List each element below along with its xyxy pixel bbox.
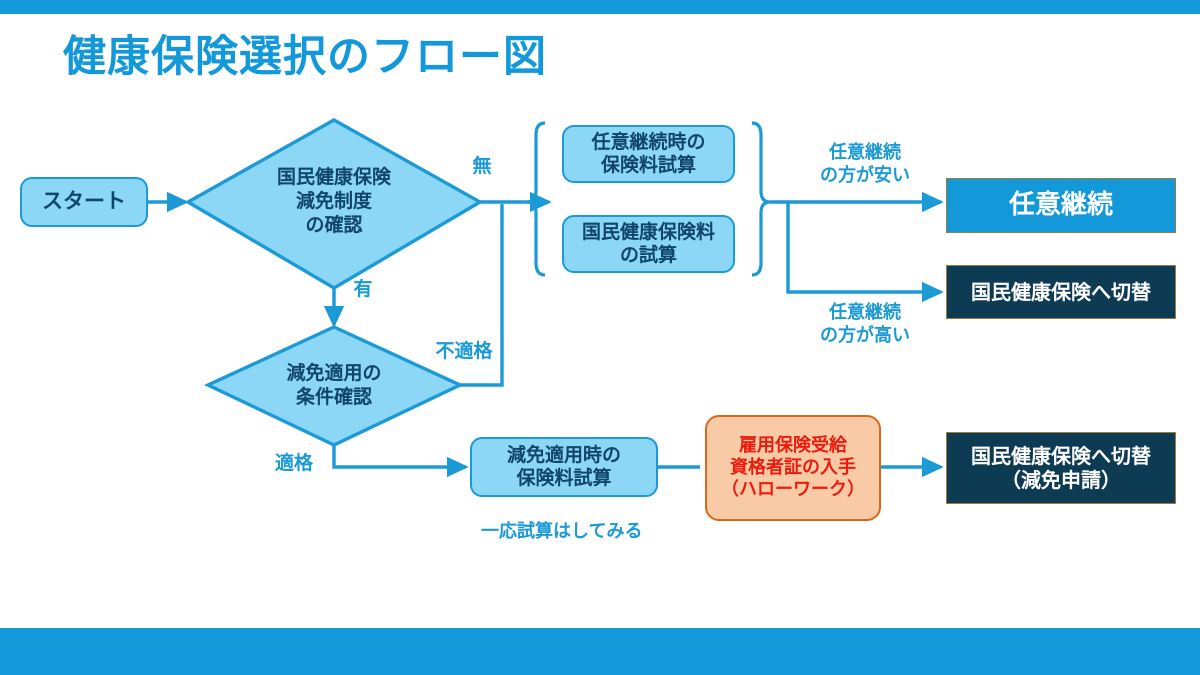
- node-calc-reduced[interactable]: 減免適用時の 保険料試算: [470, 437, 658, 497]
- result-voluntary[interactable]: 任意継続: [946, 178, 1176, 233]
- edge-decision2-ineligible: [460, 204, 504, 387]
- edge-label-yes: 有: [353, 278, 373, 300]
- edge-label-ineligible: 不適格: [435, 340, 493, 362]
- node-decision1-label: 国民健康保険 減免制度 の確認: [224, 152, 444, 252]
- result-voluntary-label: 任意継続: [1008, 189, 1113, 220]
- node-hellowork[interactable]: 雇用保険受給 資格者証の入手 （ハローワーク）: [705, 415, 881, 521]
- caption-try-calc: 一応試算はしてみる: [481, 521, 643, 542]
- result-switch-reduced-label: 国民健康保険へ切替 （減免申請）: [971, 444, 1151, 492]
- brace-right: [751, 121, 771, 277]
- result-switch[interactable]: 国民健康保険へ切替: [946, 265, 1176, 319]
- result-switch-reduced[interactable]: 国民健康保険へ切替 （減免申請）: [946, 432, 1176, 504]
- edge-to-result-switch: [786, 202, 944, 303]
- node-calc-nhi[interactable]: 国民健康保険料 の試算: [562, 215, 735, 273]
- edge-label-voluntary-pricier: 任意継続 の方が高い: [820, 302, 910, 346]
- calc-nhi-label: 国民健康保険料 の試算: [581, 220, 715, 266]
- decision2-text: 減免適用の 条件確認: [286, 362, 382, 408]
- node-start-label: スタート: [42, 189, 126, 214]
- decision1-shape: [184, 118, 484, 290]
- calc-voluntary-label: 任意継続時の 保険料試算: [591, 130, 706, 176]
- node-calc-voluntary[interactable]: 任意継続時の 保険料試算: [562, 125, 735, 183]
- node-decision2-label: 減免適用の 条件確認: [234, 355, 434, 417]
- bottom-accent-bar: [0, 628, 1200, 675]
- page-title: 健康保険選択のフロー図: [63, 32, 547, 82]
- top-accent-bar: [0, 0, 1200, 14]
- hellowork-label: 雇用保険受給 資格者証の入手 （ハローワーク）: [721, 435, 865, 500]
- decision1-text: 国民健康保険 減免制度 の確認: [276, 166, 391, 236]
- result-switch-label: 国民健康保険へ切替: [971, 280, 1151, 304]
- edge-label-eligible: 適格: [274, 452, 313, 474]
- node-start[interactable]: スタート: [20, 177, 148, 227]
- decision2-shape: [203, 325, 465, 447]
- brace-left: [526, 121, 546, 277]
- edge-label-none: 無: [472, 155, 492, 177]
- edge-decision2-eligible: [332, 445, 469, 478]
- calc-reduced-label: 減免適用時の 保険料試算: [506, 443, 621, 489]
- edge-label-voluntary-cheaper: 任意継続 の方が安い: [820, 142, 910, 186]
